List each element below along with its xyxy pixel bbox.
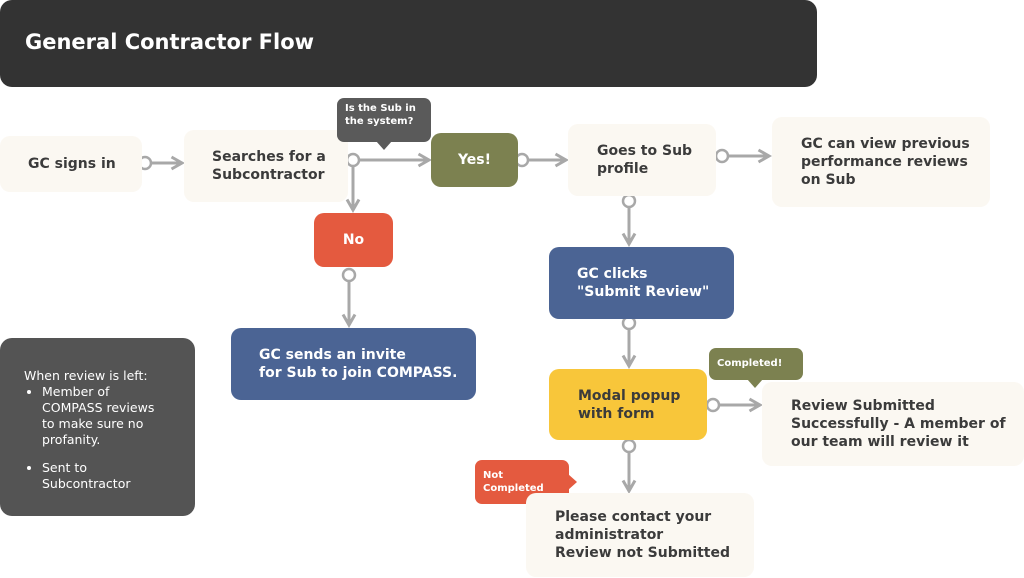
node-yes: Yes! — [431, 133, 518, 187]
node-submit-review: GC clicks "Submit Review" — [549, 247, 734, 319]
bubble-not-completed-tail — [568, 474, 577, 490]
bubble-completed-tail — [747, 379, 763, 388]
port-profile-right — [714, 148, 730, 164]
bubble-completed: Completed! — [709, 348, 803, 380]
review-note-item: Sent to Subcontractor — [42, 460, 152, 492]
node-contact-admin: Please contact your administrator Review… — [526, 493, 754, 577]
review-note-list: Member of COMPASS reviews to make sure n… — [24, 384, 195, 492]
node-searches-subcontractor: Searches for a Subcontractor — [184, 130, 348, 202]
port-no — [341, 267, 357, 283]
bubble-in-system: Is the Sub in the system? — [337, 98, 431, 142]
port-modal-bottom — [621, 438, 637, 454]
review-note-heading: When review is left: — [24, 368, 148, 383]
node-modal-popup: Modal popup with form — [549, 369, 707, 440]
node-review-submitted: Review Submitted Successfully - A member… — [762, 382, 1024, 466]
port-modal-right — [705, 397, 721, 413]
review-note: When review is left: Member of COMPASS r… — [0, 338, 195, 516]
port-search — [345, 152, 361, 168]
port-profile-bottom — [621, 193, 637, 209]
page-title: General Contractor Flow — [25, 30, 315, 54]
node-view-reviews: GC can view previous performance reviews… — [772, 117, 990, 207]
node-send-invite: GC sends an invite for Sub to join COMPA… — [231, 328, 476, 400]
bubble-in-system-tail — [376, 141, 392, 150]
node-goes-to-profile: Goes to Sub profile — [568, 124, 716, 196]
review-note-item: Member of COMPASS reviews to make sure n… — [42, 384, 170, 448]
header-bar: General Contractor Flow — [0, 0, 817, 87]
node-no: No — [314, 213, 393, 267]
node-gc-signs-in: GC signs in — [0, 136, 142, 192]
